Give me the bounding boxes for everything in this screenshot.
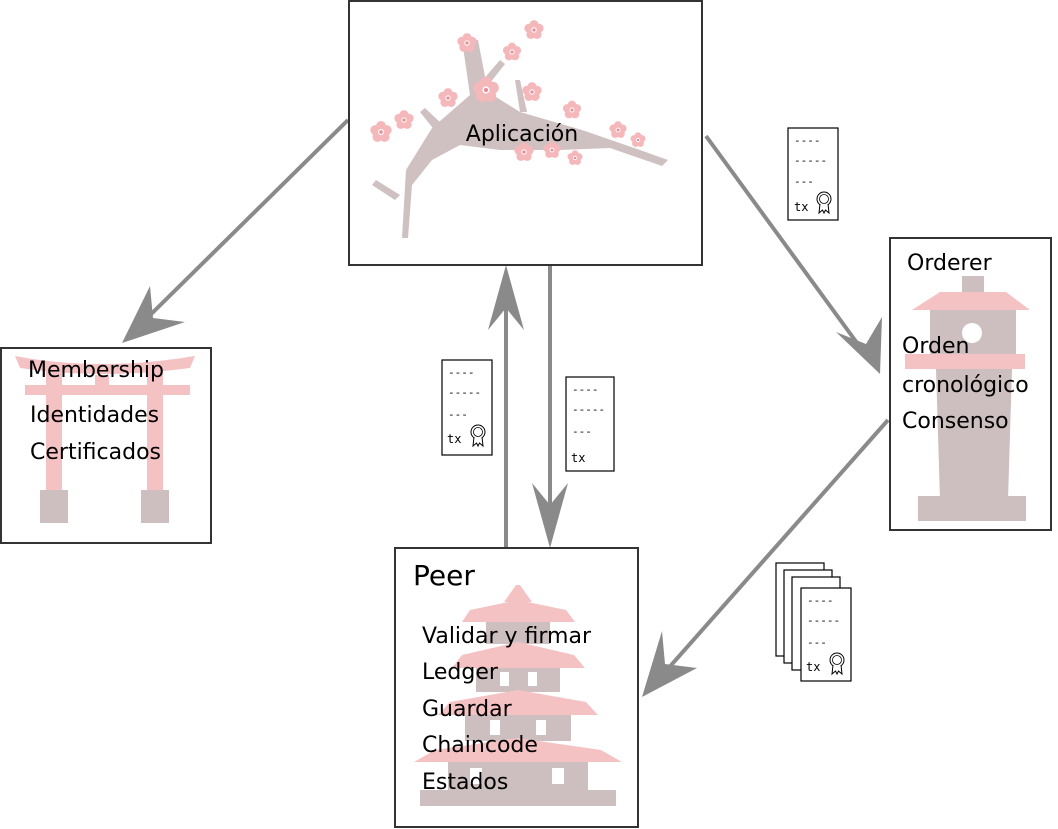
membership-certificates: Certificados [30, 440, 161, 465]
peer-line-ledger: Ledger [422, 660, 499, 685]
certificate-ribbon-icon [816, 191, 832, 214]
arrow-app-to-membership [122, 118, 350, 343]
orderer-node: Orderer Orden cronológico Consenso [889, 237, 1052, 531]
doc-tx-label: tx [447, 432, 461, 446]
orderer-line-consensus: Consenso [902, 409, 1009, 434]
membership-node: Membership Identidades Certificados [0, 347, 212, 544]
membership-identities: Identidades [30, 403, 159, 428]
peer-line-states: Estados [422, 770, 508, 795]
orderer-title: Orderer [907, 251, 993, 276]
doc-line: --- [448, 408, 468, 421]
application-label: Aplicación [466, 122, 578, 147]
doc-line: --- [794, 175, 814, 188]
doc-tx-label: tx [794, 200, 808, 214]
doc-line: ---- [794, 134, 821, 147]
arrow-orderer-to-peer [642, 418, 890, 697]
peer-title: Peer [413, 559, 475, 592]
doc-line: ----- [794, 154, 827, 167]
peer-line-chaincode: Chaincode [422, 733, 538, 758]
peer-node: Peer Validar y firmar Ledger Guardar Cha… [394, 547, 639, 828]
doc-line: ----- [448, 386, 481, 399]
arrow-app-to-peer [532, 265, 568, 548]
transaction-proposal-doc: ---- ----- --- tx [565, 376, 615, 472]
arrow-peer-to-app [488, 265, 524, 548]
membership-title: Membership [28, 358, 164, 383]
doc-line: ---- [572, 383, 599, 396]
signed-transaction-doc: ---- ----- --- tx [787, 127, 839, 221]
doc-line: --- [572, 425, 592, 438]
application-node: Aplicación [348, 0, 703, 266]
peer-line-store: Guardar [422, 697, 513, 722]
certificate-ribbon-icon [829, 652, 845, 675]
orderer-line-chronological: cronológico [902, 373, 1029, 398]
orderer-line-order: Orden [902, 334, 969, 359]
torii-gate-illustration [15, 356, 195, 523]
block-document-stack: ---- ----- --- tx [775, 562, 852, 682]
cherry-blossom-branch-illustration [370, 20, 668, 238]
doc-tx-label: tx [571, 451, 585, 465]
pagoda-illustration [414, 585, 622, 806]
certificate-ribbon-icon [470, 424, 486, 447]
stone-lantern-illustration [905, 276, 1030, 521]
peer-line-validate: Validar y firmar [422, 624, 592, 649]
doc-line: ----- [572, 403, 605, 416]
doc-line: ---- [448, 366, 475, 379]
doc-line: ----- [807, 614, 840, 627]
arrow-app-to-orderer [704, 134, 882, 374]
doc-line: --- [807, 636, 827, 649]
doc-line: ---- [807, 594, 834, 607]
doc-tx-label: tx [806, 660, 820, 674]
endorsed-transaction-doc: ---- ----- --- tx [441, 359, 493, 456]
